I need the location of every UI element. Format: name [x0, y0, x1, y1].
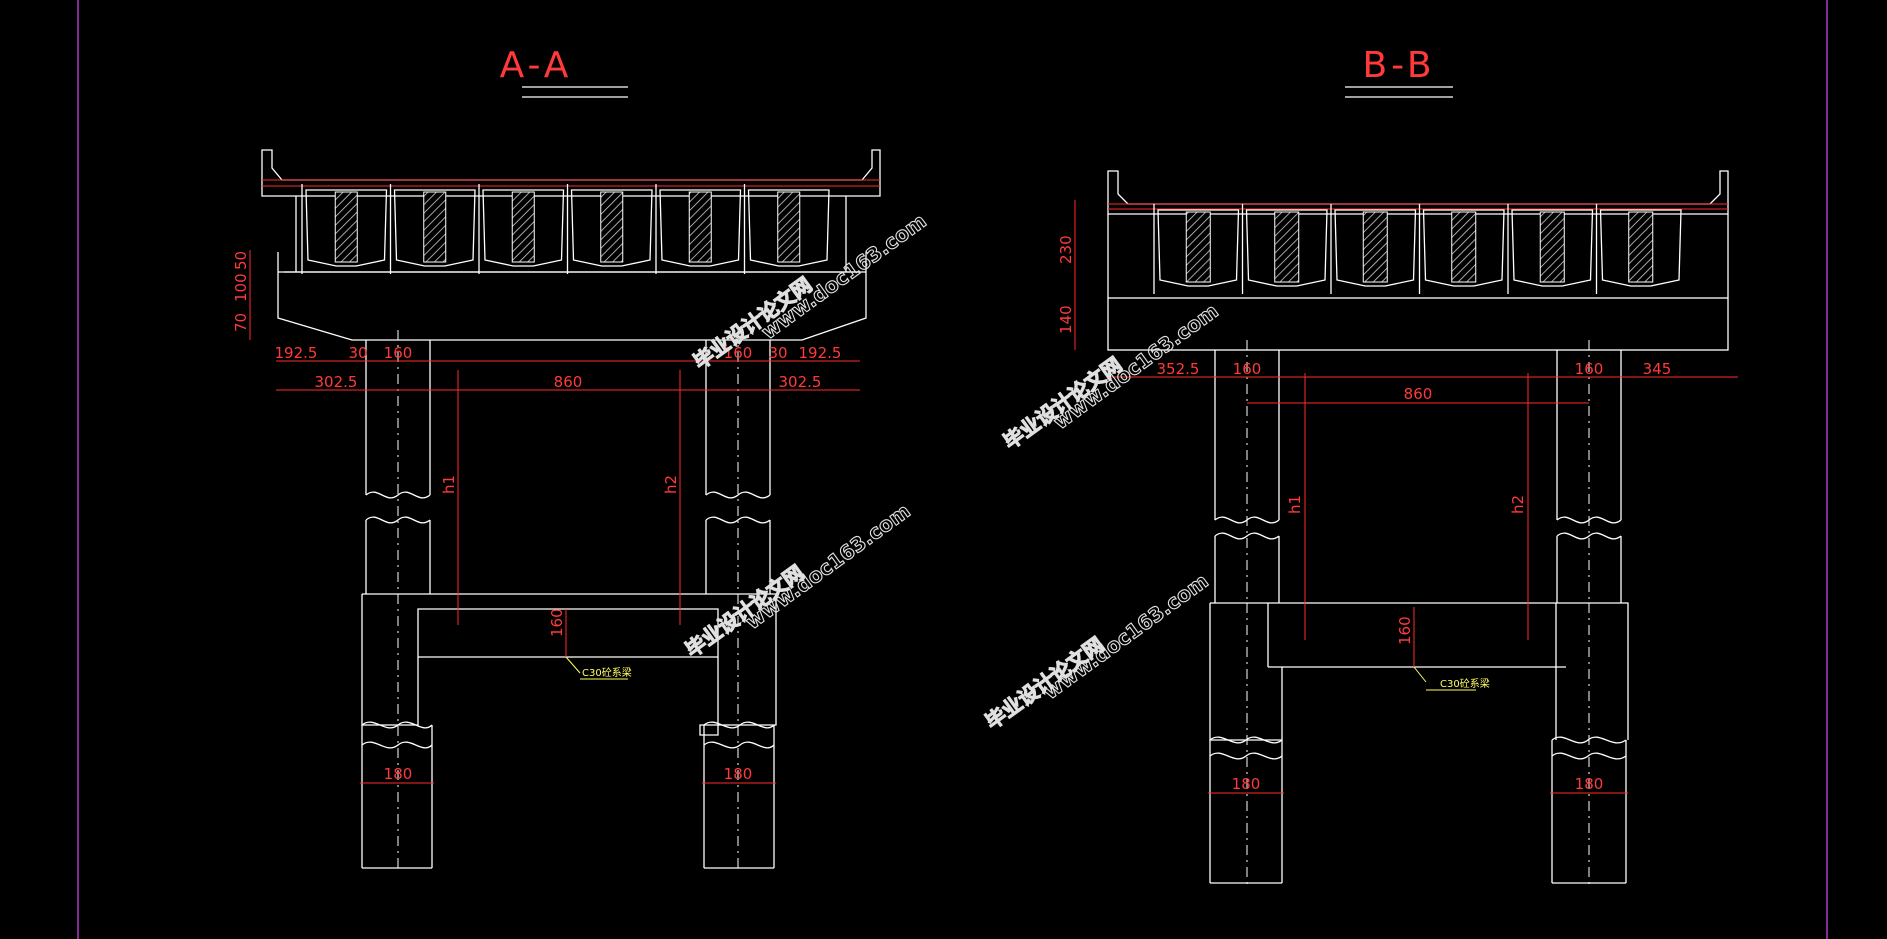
- pile-left: [361, 594, 433, 872]
- dim-gap-left: 30: [348, 344, 367, 362]
- girder-hatch: [1274, 211, 1300, 283]
- girder-hatch: [511, 191, 535, 263]
- dim-pile-left: 180: [1232, 775, 1261, 793]
- girder-hatch: [600, 191, 624, 263]
- deck-slab: [1107, 170, 1729, 298]
- girder-hatch: [777, 191, 801, 263]
- section-aa-title: A-A: [500, 45, 573, 86]
- dim-col-right: 160: [1575, 360, 1604, 378]
- girder-hatch: [1539, 211, 1565, 283]
- tie-beam: [1209, 602, 1629, 741]
- column-right: [705, 330, 771, 594]
- girder-hatch: [334, 191, 358, 263]
- girder-row: [1153, 204, 1682, 294]
- dim-pile-right: 180: [724, 765, 753, 783]
- section-bb: B-B: [1057, 45, 1738, 888]
- dim-50: 50: [232, 251, 250, 270]
- tie-beam-note: C30砼系梁: [1440, 677, 1490, 690]
- girder-hatch: [1628, 211, 1654, 283]
- dimension-lines: [1074, 200, 1738, 794]
- girder-hatch: [1185, 211, 1211, 283]
- girder-cell: [570, 189, 653, 267]
- note-leader: [1413, 666, 1427, 683]
- tie-beam: [361, 593, 777, 736]
- dim-span: 860: [554, 373, 583, 391]
- note-leader: [565, 656, 581, 674]
- column-left: [1214, 340, 1280, 603]
- dim-col-left: 160: [1233, 360, 1262, 378]
- pile-right: [703, 594, 775, 872]
- girder-cell: [659, 189, 742, 267]
- column-right: [1556, 340, 1622, 603]
- dim-pile-right: 180: [1575, 775, 1604, 793]
- deck-slab: [261, 149, 881, 272]
- tie-beam-note: C30砼系梁: [582, 666, 632, 679]
- column-left: [365, 330, 431, 594]
- dim-100: 100: [232, 273, 250, 302]
- cap-beam: [1107, 297, 1729, 351]
- dim-beam-depth: 160: [1396, 616, 1414, 645]
- girder-cell: [482, 189, 565, 267]
- dim-top-left: 192.5: [275, 344, 318, 362]
- girder-cell: [1511, 209, 1594, 287]
- dim-h1: h1: [1286, 495, 1304, 514]
- girder-hatch: [1362, 211, 1388, 283]
- dim-span: 860: [1404, 385, 1433, 403]
- girder-hatch: [688, 191, 712, 263]
- watermark-name: 毕业设计论文网: [681, 560, 808, 662]
- dim-bottom-left: 302.5: [315, 373, 358, 391]
- girder-cell: [1422, 209, 1505, 287]
- dim-140: 140: [1057, 305, 1075, 334]
- dim-bottom-right: 302.5: [779, 373, 822, 391]
- dim-beam-depth: 160: [548, 608, 566, 637]
- watermark-name: 毕业设计论文网: [999, 352, 1126, 454]
- dimension-lines: [249, 250, 860, 784]
- dim-70: 70: [232, 313, 250, 332]
- girder-hatch: [423, 191, 447, 263]
- girder-cell: [1334, 209, 1417, 287]
- girder-cell: [1599, 209, 1682, 287]
- dim-h2: h2: [662, 475, 680, 494]
- section-aa: A-A: [232, 45, 881, 872]
- pile-left: [1209, 603, 1283, 888]
- pile-right: [1551, 603, 1627, 888]
- dim-gap-right: 30: [768, 344, 787, 362]
- dim-col-left: 160: [384, 344, 413, 362]
- girder-cell: [1245, 209, 1328, 287]
- girder-cell: [747, 189, 830, 267]
- section-bb-title: B-B: [1362, 45, 1435, 86]
- girder-cell: [393, 189, 476, 267]
- dim-left: 352.5: [1157, 360, 1200, 378]
- girder-cell: [305, 189, 388, 267]
- dim-right: 345: [1643, 360, 1672, 378]
- watermark-site: www.doc163.com: [1039, 569, 1213, 704]
- dim-h2: h2: [1509, 495, 1527, 514]
- watermark-group: www.doc163.com 毕业设计论文网 www.doc163.com 毕业…: [680, 208, 1223, 735]
- dim-230: 230: [1057, 235, 1075, 264]
- dim-h1: h1: [440, 475, 458, 494]
- watermark-name: 毕业设计论文网: [981, 632, 1108, 734]
- watermark-site: www.doc163.com: [741, 499, 915, 634]
- dim-top-right: 192.5: [799, 344, 842, 362]
- dim-pile-left: 180: [384, 765, 413, 783]
- girder-row: [301, 184, 830, 274]
- girder-cell: [1157, 209, 1240, 287]
- girder-hatch: [1451, 211, 1477, 283]
- dim-col-right: 160: [724, 344, 753, 362]
